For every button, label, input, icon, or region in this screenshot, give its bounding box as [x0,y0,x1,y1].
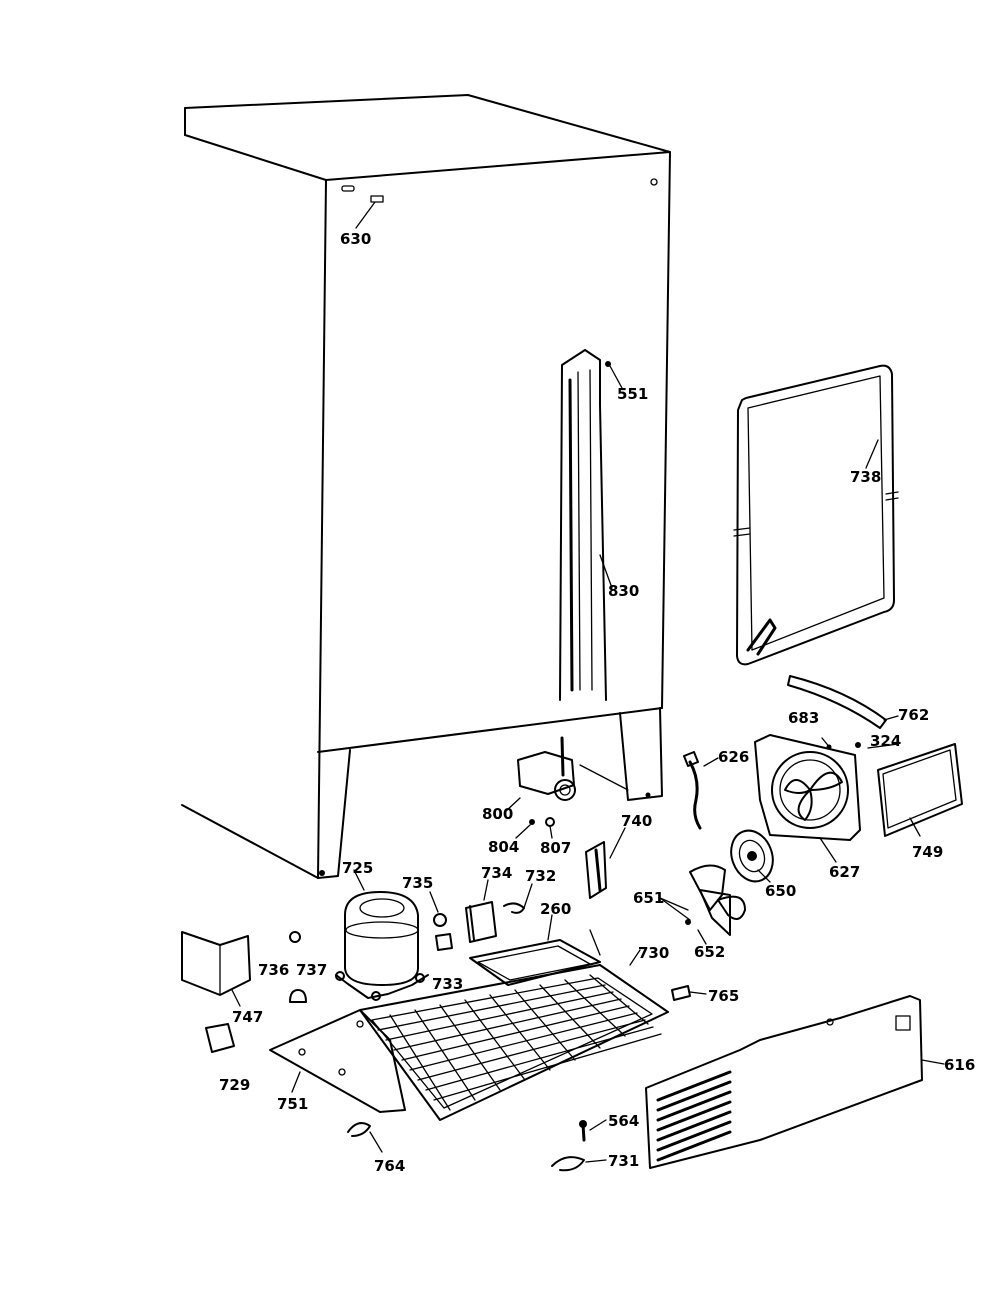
bracket-747 [181,931,251,1007]
label-616: 616 [944,1056,975,1074]
label-800: 800 [482,805,513,823]
label-729: 729 [219,1076,250,1094]
fitting-733 [435,933,453,951]
tube-762 [787,675,899,729]
coil-columns [389,974,649,1111]
label-735: 735 [402,874,433,892]
clip-740 [585,827,626,899]
label-736: 736 [258,961,289,979]
clip-764 [347,1122,383,1153]
label-747: 747 [232,1008,263,1026]
board-749 [867,743,963,837]
label-652: 652 [694,943,725,961]
label-650: 650 [765,882,796,900]
frame-738 [733,364,899,666]
motor-650 [730,829,774,883]
compressor-725 [335,869,429,1001]
label-730: 730 [638,944,669,962]
label-740: 740 [621,812,652,830]
part-labels: 630 551 738 830 683 762 324 626 800 740 … [219,230,975,1175]
label-683: 683 [788,709,819,727]
label-260: 260 [540,900,571,918]
fan-blade-651 [659,864,746,945]
relay-734 [465,879,497,943]
label-627: 627 [829,863,860,881]
fitting-735 [429,891,447,927]
label-630: 630 [340,230,371,248]
grille-616 [645,995,945,1169]
label-738: 738 [850,468,881,486]
clip-765 [671,985,707,1001]
label-765: 765 [708,987,739,1005]
label-324: 324 [870,732,901,750]
label-830: 830 [608,582,639,600]
label-733: 733 [432,975,463,993]
condenser-730 [359,949,669,1121]
drain-pan-260 [469,914,601,986]
label-762: 762 [898,706,929,724]
label-732: 732 [525,867,556,885]
label-807: 807 [540,839,571,857]
label-804: 804 [488,838,519,856]
screw-564 [579,1119,607,1142]
cabinet [181,94,671,879]
label-737: 737 [296,961,327,979]
clip-731 [551,1156,607,1172]
label-751: 751 [277,1095,308,1113]
grille-louvers [656,1070,732,1162]
wire-626 [683,751,719,830]
label-734: 734 [481,864,512,882]
grommet-736 [289,931,301,943]
base-plate-751 [269,1009,406,1113]
label-626: 626 [718,748,749,766]
fan-housing-627 [754,734,861,863]
valve-800 [504,736,629,839]
label-564: 564 [608,1112,639,1130]
block-729 [205,1023,235,1053]
label-651: 651 [633,889,664,907]
wire-732 [503,883,533,914]
label-731: 731 [608,1152,639,1170]
label-749: 749 [912,843,943,861]
label-725: 725 [342,859,373,877]
coil-rows [377,984,662,1101]
label-551: 551 [617,385,648,403]
label-764: 764 [374,1157,405,1175]
grommet-737 [289,989,307,1003]
